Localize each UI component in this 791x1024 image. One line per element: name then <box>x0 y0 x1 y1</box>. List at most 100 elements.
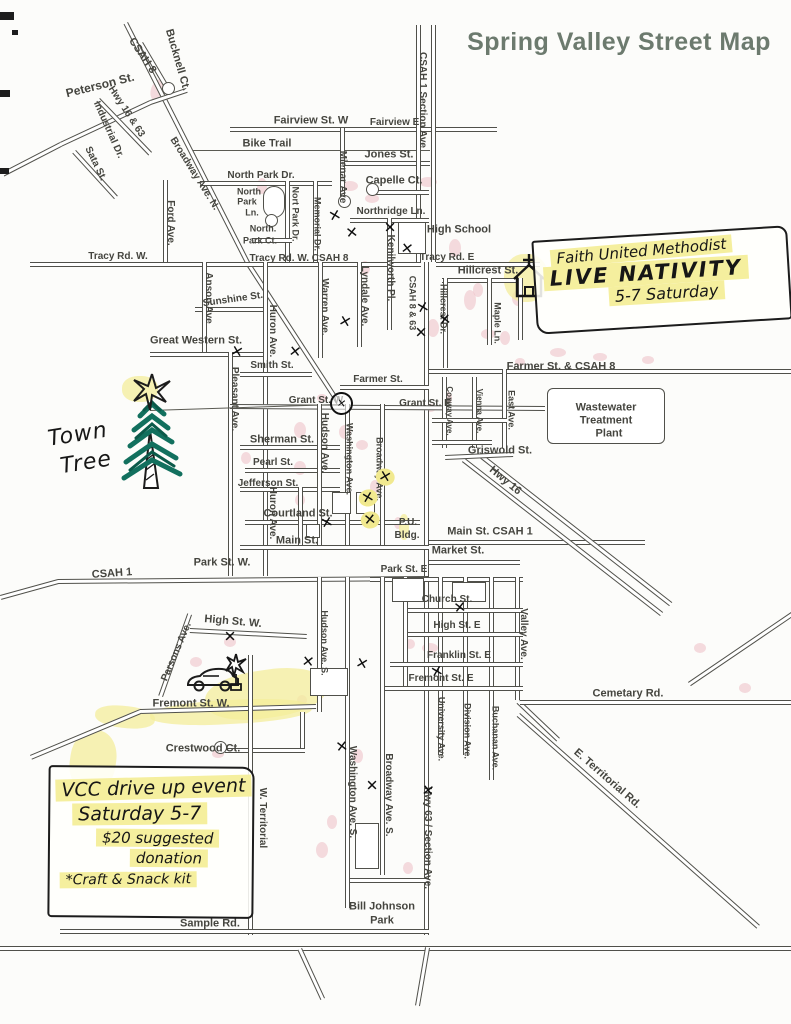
x-mark: ✕ <box>228 341 246 362</box>
street-label: Farmer St. <box>353 374 403 385</box>
map-block <box>263 186 285 218</box>
street-label: Bldg. <box>394 530 420 541</box>
road-segment <box>60 929 429 934</box>
street-label: High St. E <box>433 620 481 631</box>
road-segment <box>240 445 340 450</box>
street-label: Huron Ave. <box>267 304 278 358</box>
road-segment <box>520 700 791 705</box>
street-label: Memorial Dr. <box>312 196 323 252</box>
street-label: Broadway Ave. S. <box>383 753 394 837</box>
street-label: Grant St. W <box>288 395 344 406</box>
street-label: Ford Ave. <box>165 200 176 246</box>
street-label: Northridge Ln. <box>356 206 426 217</box>
street-label: Jefferson St. <box>237 478 299 489</box>
street-label: Church St. <box>421 594 473 605</box>
town-tree-note-line: Town <box>46 417 110 452</box>
street-label: North <box>237 186 261 197</box>
road-segment <box>345 161 430 166</box>
street-label: Main St. <box>275 534 319 547</box>
nativity-note: Faith United Methodist LIVE NATIVITY 5-7… <box>531 225 791 335</box>
street-label: Great Western St. <box>149 334 243 347</box>
cul-de-sac-bulb <box>162 82 175 95</box>
street-label: Washington Ave. <box>344 423 355 495</box>
car-drawing <box>187 667 239 692</box>
street-label: Conway Ave. <box>445 386 454 436</box>
scan-edge-artifact <box>0 168 9 174</box>
scan-smudge <box>224 637 236 647</box>
road-segment <box>429 560 520 565</box>
street-label: Hillcrest St. <box>457 264 519 277</box>
x-mark: ✕ <box>326 205 344 226</box>
road-segment <box>195 307 268 312</box>
x-mark: ✕ <box>318 512 336 533</box>
street-label: Park St. E <box>380 564 428 575</box>
star-figure-drawing <box>225 653 247 691</box>
road-segment <box>408 608 523 613</box>
street-label: W. Territorial <box>257 787 268 849</box>
street-label: Treatment <box>579 414 633 427</box>
scan-smudge <box>241 452 251 464</box>
street-label: Warren Ave. <box>319 278 330 336</box>
road-segment <box>385 686 523 691</box>
street-label: Tracy Rd. W. CSAH 8 <box>249 253 349 264</box>
cul-de-sac-bulb <box>366 183 379 196</box>
street-label: University Ave. <box>436 696 447 762</box>
street-label: Cemetary Rd. <box>592 687 664 700</box>
road-segment <box>429 540 645 545</box>
road-segment <box>30 262 421 267</box>
map-block <box>392 578 424 602</box>
scan-smudge <box>356 440 368 450</box>
scan-smudge <box>342 181 358 191</box>
street-label: Jones St. <box>364 148 414 161</box>
scan-smudge <box>464 290 476 310</box>
scan-smudge <box>403 862 413 874</box>
street-label: Fremont St. W. <box>152 697 230 710</box>
street-label: Smith St. <box>250 360 294 371</box>
street-label: Pearl St. <box>252 457 294 468</box>
vcc-note-line: Saturday 5-7 <box>72 802 208 826</box>
street-label: Nort Park Dr. <box>290 186 301 242</box>
road-segment <box>193 150 430 151</box>
street-label: Vienna Ave. <box>475 388 484 434</box>
scan-smudge <box>642 356 654 364</box>
scan-smudge <box>317 394 327 402</box>
road-segment <box>415 947 430 1006</box>
scan-smudge <box>419 177 437 187</box>
road-segment <box>390 662 523 667</box>
street-label: High School <box>426 223 492 236</box>
x-mark: ✕ <box>414 323 428 342</box>
x-mark: ✕ <box>223 627 237 646</box>
road-segment <box>240 487 340 492</box>
map-block <box>306 524 320 538</box>
scan-smudge <box>422 643 438 653</box>
road-segment <box>2 142 63 177</box>
street-label: Sherman St. <box>249 433 315 446</box>
road-segment <box>245 468 340 473</box>
street-label: Hudson Ave. S. <box>319 610 330 676</box>
street-label: Park <box>237 196 257 207</box>
road-segment <box>297 948 325 1001</box>
street-label: Farmer St. & CSAH 8 <box>506 360 616 373</box>
street-label: Griswold St. <box>467 444 533 457</box>
x-mark: ✕ <box>300 651 316 672</box>
scan-edge-artifact <box>0 90 10 97</box>
scan-smudge <box>515 358 525 366</box>
map-block <box>332 492 351 514</box>
scan-smudge <box>500 331 510 345</box>
road-segment <box>252 238 292 243</box>
road-segment <box>432 440 492 445</box>
road-segment <box>350 878 429 883</box>
cul-de-sac-bulb <box>338 195 351 208</box>
map-block <box>452 582 486 602</box>
cul-de-sac-bulb <box>265 214 278 227</box>
street-label: Fairview E. <box>369 117 423 128</box>
road-segment <box>230 127 497 132</box>
street-label: North. <box>249 223 277 234</box>
scan-smudge <box>739 683 751 693</box>
street-label: North Park Dr. <box>227 170 295 181</box>
scan-smudge <box>449 239 461 257</box>
street-label: P.U. <box>398 517 418 528</box>
street-label: Pleasant Ave. <box>229 366 240 432</box>
street-label: Hudson Ave. <box>319 412 330 474</box>
